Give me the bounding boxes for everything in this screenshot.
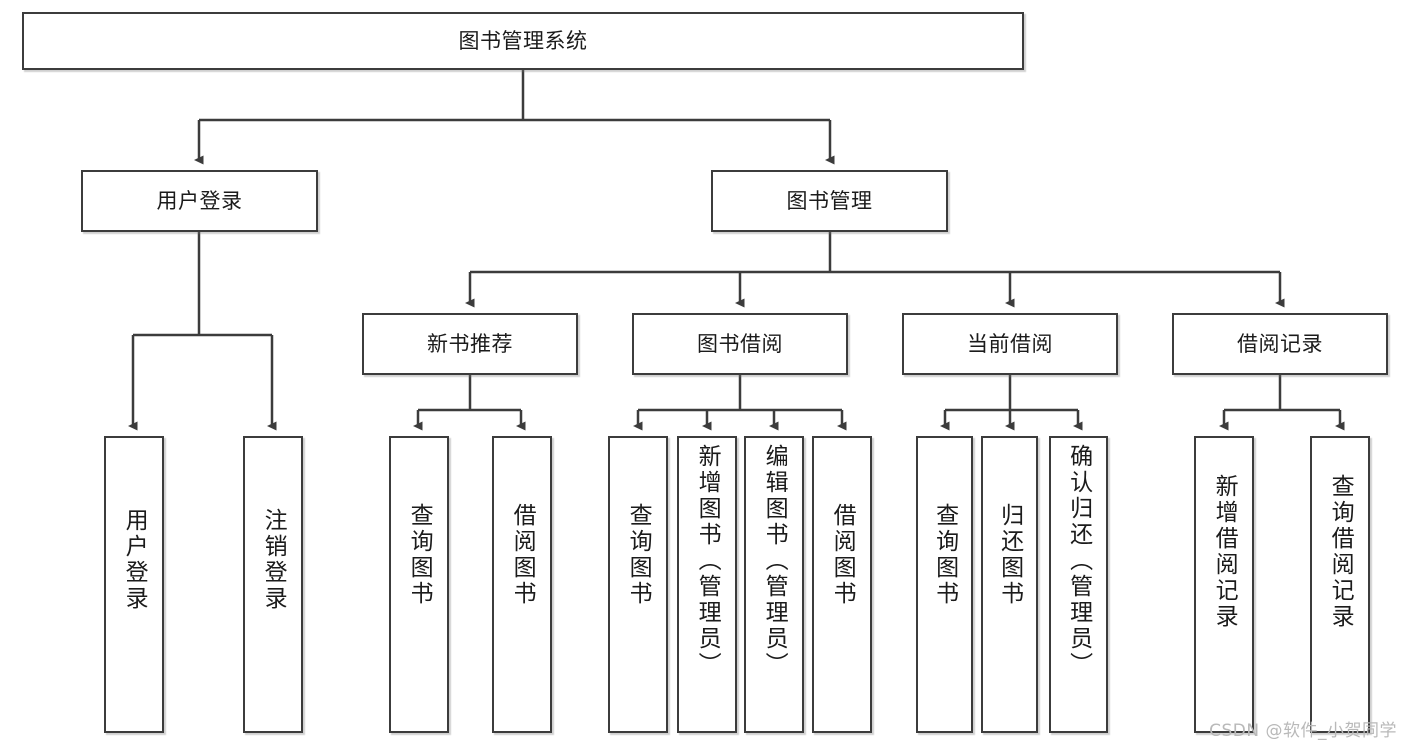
node-label: 借阅记录 bbox=[1237, 331, 1323, 356]
node-label: 编辑图书（管理员） bbox=[761, 444, 788, 678]
node-book-borrow[interactable]: 图书借阅 bbox=[632, 313, 848, 375]
node-borrow-record[interactable]: 借阅记录 bbox=[1172, 313, 1388, 375]
node-current-borrow[interactable]: 当前借阅 bbox=[902, 313, 1118, 375]
leaf-query-book-current[interactable]: 查询图书 bbox=[916, 436, 973, 733]
node-label: 新书推荐 bbox=[427, 331, 513, 356]
node-label: 当前借阅 bbox=[967, 331, 1053, 356]
leaf-borrow-book[interactable]: 借阅图书 bbox=[812, 436, 872, 733]
node-label: 查询图书 bbox=[406, 503, 433, 607]
node-label: 查询图书 bbox=[625, 503, 652, 607]
node-label: 归还图书 bbox=[996, 503, 1023, 607]
node-label: 查询借阅记录 bbox=[1327, 474, 1354, 630]
watermark: CSDN @软件_小贺同学 bbox=[1209, 721, 1397, 741]
leaf-user-login[interactable]: 用户登录 bbox=[104, 436, 164, 733]
node-label: 图书管理 bbox=[786, 188, 873, 213]
leaf-edit-book-admin[interactable]: 编辑图书（管理员） bbox=[744, 436, 804, 733]
node-label: 新增借阅记录 bbox=[1211, 474, 1238, 630]
node-label: 借阅图书 bbox=[509, 503, 536, 607]
leaf-query-book-recommend[interactable]: 查询图书 bbox=[389, 436, 449, 733]
node-user-login[interactable]: 用户登录 bbox=[81, 170, 318, 232]
node-label: 确认归还（管理员） bbox=[1065, 444, 1092, 678]
node-label: 注销登录 bbox=[260, 508, 287, 612]
leaf-user-logout[interactable]: 注销登录 bbox=[243, 436, 303, 733]
node-book-management-system[interactable]: 图书管理系统 bbox=[22, 12, 1024, 70]
node-label: 图书借阅 bbox=[697, 331, 783, 356]
node-label: 用户登录 bbox=[156, 188, 243, 213]
node-label: 用户登录 bbox=[121, 508, 148, 612]
node-new-book-recommend[interactable]: 新书推荐 bbox=[362, 313, 578, 375]
node-label: 查询图书 bbox=[931, 503, 958, 607]
node-label: 借阅图书 bbox=[829, 503, 856, 607]
leaf-borrow-book-recommend[interactable]: 借阅图书 bbox=[492, 436, 552, 733]
leaf-add-book-admin[interactable]: 新增图书（管理员） bbox=[677, 436, 737, 733]
leaf-add-borrow-record[interactable]: 新增借阅记录 bbox=[1194, 436, 1254, 733]
leaf-query-book-borrow[interactable]: 查询图书 bbox=[608, 436, 668, 733]
leaf-confirm-return-admin[interactable]: 确认归还（管理员） bbox=[1049, 436, 1108, 733]
node-book-management[interactable]: 图书管理 bbox=[711, 170, 948, 232]
node-label: 图书管理系统 bbox=[458, 28, 588, 53]
node-label: 新增图书（管理员） bbox=[694, 444, 721, 678]
leaf-return-book[interactable]: 归还图书 bbox=[981, 436, 1038, 733]
leaf-query-borrow-record[interactable]: 查询借阅记录 bbox=[1310, 436, 1370, 733]
